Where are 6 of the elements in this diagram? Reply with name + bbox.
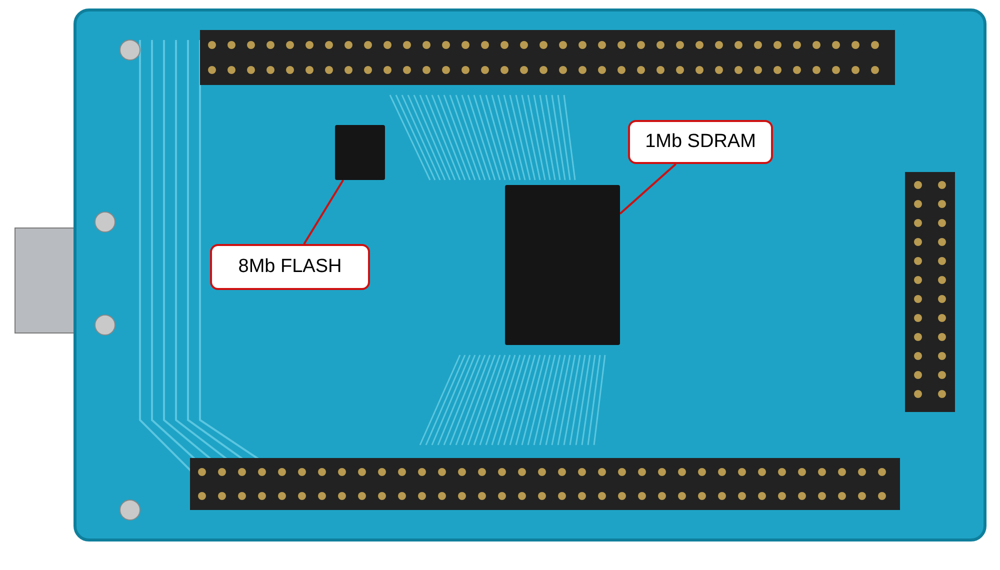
leader-line [303, 179, 344, 245]
memory-chip [335, 125, 385, 180]
callout-label: 8Mb FLASH [210, 244, 370, 290]
leader-line [619, 163, 676, 214]
memory-chip [505, 185, 620, 345]
callout-label: 1Mb SDRAM [628, 120, 773, 164]
